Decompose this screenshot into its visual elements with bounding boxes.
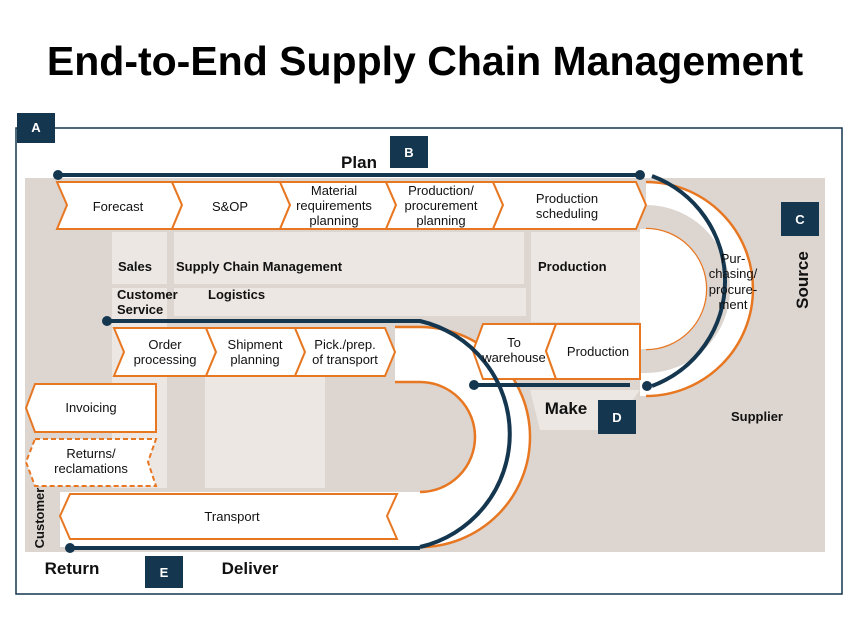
source-track bbox=[651, 174, 727, 388]
deliver-curve-inner bbox=[395, 380, 477, 494]
material-label-2: requirements bbox=[296, 198, 372, 213]
marker-c bbox=[781, 202, 819, 236]
to-warehouse-label-1: To bbox=[507, 335, 521, 350]
production-panel bbox=[531, 232, 651, 322]
sales-panel bbox=[112, 232, 167, 284]
plan-track-end bbox=[635, 170, 645, 180]
area-customer: Customer bbox=[32, 488, 47, 549]
returns-label-2: reclamations bbox=[54, 461, 128, 476]
source-curve-inner-fill bbox=[640, 229, 706, 349]
area-sales: Sales bbox=[118, 259, 152, 274]
purchasing-label-3: procure- bbox=[709, 282, 757, 297]
pick-prep-chevron[interactable] bbox=[293, 327, 397, 377]
deliver-steps bbox=[112, 327, 397, 377]
phase-plan: Plan bbox=[341, 153, 377, 172]
purchasing-label-4: ment bbox=[719, 297, 748, 312]
sop-label: S&OP bbox=[212, 199, 248, 214]
deliver-track-end bbox=[65, 543, 75, 553]
phase-deliver: Deliver bbox=[222, 559, 279, 578]
phase-source: Source bbox=[793, 251, 812, 309]
shipment-planning-label-2: planning bbox=[230, 352, 279, 367]
scm-panel bbox=[174, 232, 524, 284]
invoicing-chevron[interactable] bbox=[24, 383, 157, 433]
forecast-label: Forecast bbox=[93, 199, 144, 214]
make-steps bbox=[471, 323, 641, 380]
deliver-track-curve bbox=[395, 319, 512, 549]
logistics-lower-panel bbox=[205, 376, 325, 488]
area-scm: Supply Chain Management bbox=[176, 259, 343, 274]
marker-e bbox=[145, 556, 183, 588]
page-title: End-to-End Supply Chain Management bbox=[46, 38, 804, 84]
transport-chevron[interactable] bbox=[58, 493, 399, 540]
logistics-panel bbox=[174, 288, 526, 316]
source-track-end bbox=[642, 381, 652, 391]
area-production: Production bbox=[538, 259, 607, 274]
marker-b-label: B bbox=[404, 145, 413, 160]
deliver-curve-outer bbox=[395, 325, 532, 549]
pick-prep-label-1: Pick./prep. bbox=[314, 337, 375, 352]
purchasing-label-1: Pur- bbox=[721, 251, 746, 266]
area-customer-service-line2: Service bbox=[117, 302, 163, 317]
area-customer-service-line1: Customer bbox=[117, 287, 178, 302]
area-logistics: Logistics bbox=[208, 287, 265, 302]
marker-e-label: E bbox=[160, 565, 169, 580]
material-label-1: Material bbox=[311, 183, 357, 198]
production-step-chevron[interactable] bbox=[544, 323, 641, 380]
deliver-track-start bbox=[102, 316, 112, 326]
material-label-3: planning bbox=[309, 213, 358, 228]
prodsched-label-2: scheduling bbox=[536, 206, 598, 221]
prodproc-label-3: planning bbox=[416, 213, 465, 228]
prodproc-label-1: Production/ bbox=[408, 183, 474, 198]
process-tracks bbox=[53, 170, 727, 553]
prodproc-label-2: procurement bbox=[405, 198, 478, 213]
prodsched-label-1: Production bbox=[536, 191, 598, 206]
transport-label: Transport bbox=[204, 509, 260, 524]
make-track-start bbox=[469, 380, 479, 390]
phase-make: Make bbox=[545, 399, 588, 418]
marker-b bbox=[390, 136, 428, 168]
marker-d-label: D bbox=[612, 410, 621, 425]
plan-track-start bbox=[53, 170, 63, 180]
source-curve-fill bbox=[640, 182, 753, 396]
area-supplier: Supplier bbox=[731, 409, 783, 424]
source-curve-outer bbox=[645, 180, 755, 398]
marker-c-label: C bbox=[795, 212, 805, 227]
marker-a-label: A bbox=[31, 120, 41, 135]
production-step-label: Production bbox=[567, 344, 629, 359]
marker-d bbox=[598, 400, 636, 434]
plan-steps bbox=[55, 181, 648, 230]
marker-a bbox=[17, 113, 55, 143]
order-processing-label-2: processing bbox=[134, 352, 197, 367]
purchasing-label-2: chasing/ bbox=[709, 266, 758, 281]
invoicing-label: Invoicing bbox=[65, 400, 116, 415]
order-processing-label-1: Order bbox=[148, 337, 182, 352]
returns-label-1: Returns/ bbox=[66, 446, 116, 461]
to-warehouse-label-2: warehouse bbox=[481, 350, 546, 365]
returns-chevron[interactable] bbox=[24, 438, 158, 487]
pick-prep-label-2: of transport bbox=[312, 352, 378, 367]
phase-return: Return bbox=[45, 559, 100, 578]
production-scheduling-chevron[interactable] bbox=[491, 181, 648, 230]
shipment-planning-label-1: Shipment bbox=[228, 337, 283, 352]
